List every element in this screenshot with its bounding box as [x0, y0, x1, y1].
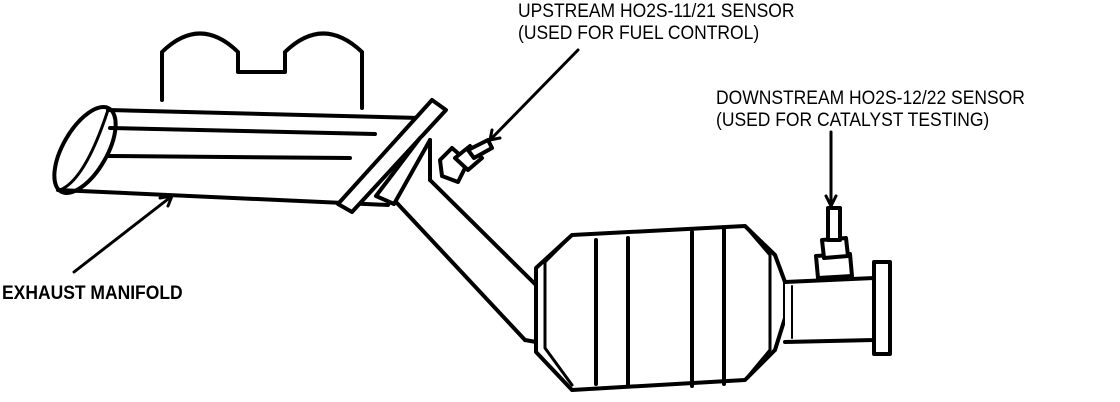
upstream-sensor: [438, 138, 494, 184]
manifold-flange: [336, 98, 448, 214]
downstream-sensor-label: DOWNSTREAM HO2S-12/22 SENSOR: [716, 88, 1025, 109]
manifold-opening: [52, 105, 118, 195]
exhaust-manifold: [52, 31, 448, 214]
down-pipe: [374, 136, 538, 344]
outlet-pipe: [783, 260, 892, 356]
upstream-sensor-usage: (USED FOR FUEL CONTROL): [518, 23, 760, 44]
manifold-leader: [72, 194, 174, 274]
outlet-flange: [872, 260, 892, 356]
exhaust-manifold-label: EXHAUST MANIFOLD: [2, 283, 183, 304]
manifold-rib-lower: [106, 154, 352, 160]
upstream-sensor-label: UPSTREAM HO2S-11/21 SENSOR: [518, 1, 795, 22]
upstream-leader-arrow: [488, 128, 502, 142]
leader-lines: [72, 48, 838, 274]
downstream-sensor: [814, 206, 854, 280]
manifold-runners: [160, 31, 364, 110]
manifold-rib-upper: [108, 126, 377, 136]
manifold-leader-arrow: [158, 194, 174, 208]
downstream-sensor-usage: (USED FOR CATALYST TESTING): [716, 110, 990, 131]
catalytic-converter: [534, 224, 787, 392]
downstream-leader-arrow: [824, 194, 838, 208]
upstream-leader: [488, 48, 580, 142]
converter-shell: [534, 224, 787, 392]
